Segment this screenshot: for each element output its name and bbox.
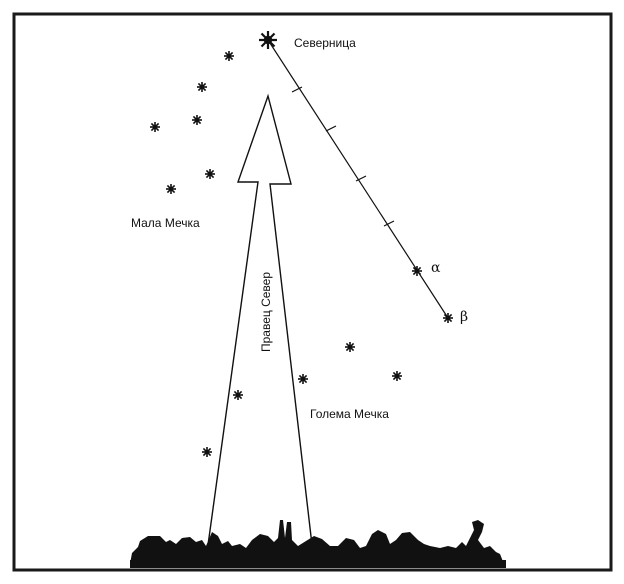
big-dipper-stars — [201, 265, 454, 458]
true-north-label: Правец Север — [259, 272, 273, 352]
pointer-line — [267, 39, 449, 319]
star-icon — [196, 81, 208, 93]
star-icon — [165, 183, 177, 195]
star-icon — [297, 373, 309, 385]
little-dipper-stars — [149, 50, 235, 195]
star-icon — [223, 50, 235, 62]
star-icon — [191, 114, 203, 126]
star-icon — [149, 121, 161, 133]
north-arrow-icon — [207, 93, 313, 546]
star-icon — [344, 341, 356, 353]
polaris-star-icon — [257, 29, 279, 51]
diagram-frame — [12, 12, 613, 572]
big-dipper-label: Голема Мечка — [310, 407, 389, 421]
alpha-star-icon — [411, 265, 423, 277]
beta-label: β — [460, 309, 468, 325]
beta-star-icon — [442, 312, 454, 324]
star-icon — [201, 446, 213, 458]
star-icon — [204, 168, 216, 180]
polaris-label: Северница — [294, 36, 356, 50]
little-dipper-label: Мала Мечка — [131, 216, 200, 230]
star-icon — [232, 389, 244, 401]
star-icon — [391, 370, 403, 382]
alpha-label: α — [431, 260, 441, 276]
town-silhouette-icon — [130, 520, 506, 568]
